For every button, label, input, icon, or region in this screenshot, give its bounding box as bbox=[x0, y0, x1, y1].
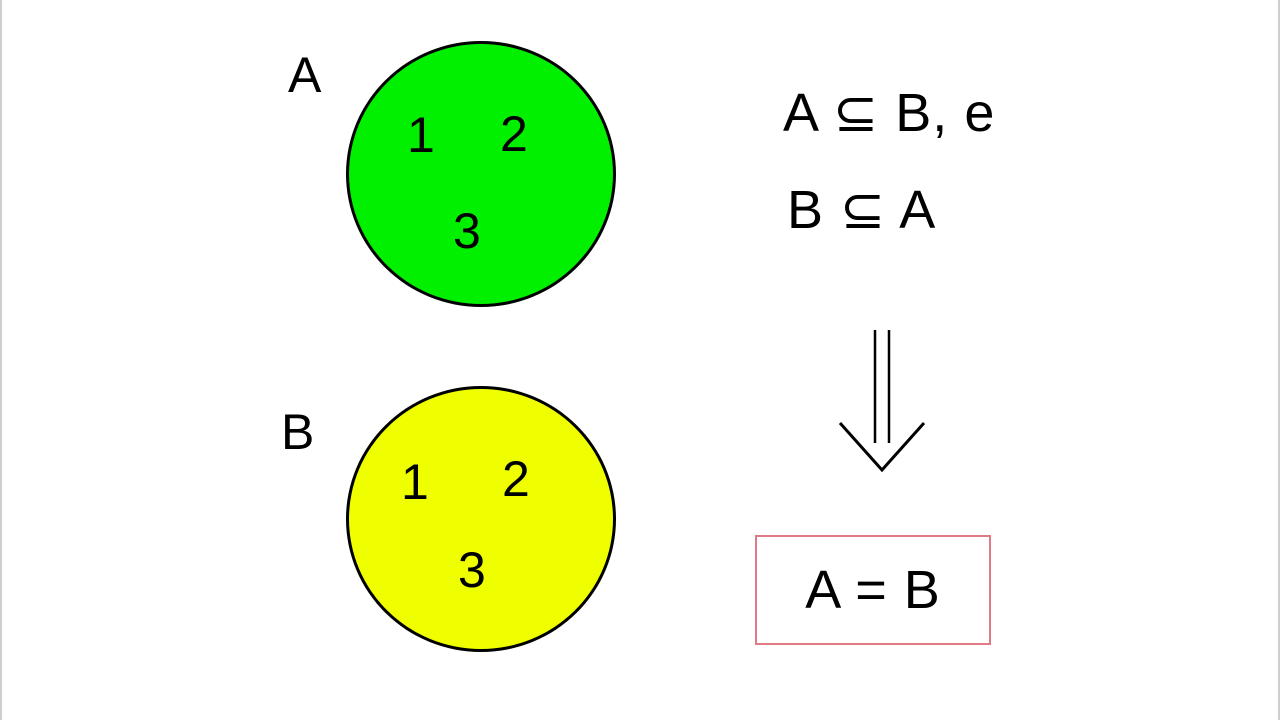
result-box: A = B bbox=[755, 535, 991, 645]
set-b-element-2: 2 bbox=[502, 451, 530, 507]
set-b-element-3: 3 bbox=[458, 542, 486, 598]
set-a-label: A bbox=[288, 47, 322, 103]
right-edge-line bbox=[1278, 0, 1280, 720]
double-down-arrow-icon bbox=[838, 330, 926, 473]
set-a-element-1: 1 bbox=[407, 107, 435, 163]
set-a-circle bbox=[346, 41, 616, 307]
set-b-circle bbox=[346, 386, 616, 652]
set-b-label: B bbox=[281, 404, 315, 460]
left-edge-line bbox=[0, 0, 2, 720]
set-b-element-1: 1 bbox=[401, 454, 429, 510]
set-a-element-2: 2 bbox=[500, 106, 528, 162]
subset-statement-a-in-b: A ⊆ B, e bbox=[783, 83, 996, 143]
set-a-element-3: 3 bbox=[453, 203, 481, 259]
subset-statement-b-in-a: B ⊆ A bbox=[787, 180, 937, 240]
result-equation: A = B bbox=[805, 560, 941, 620]
